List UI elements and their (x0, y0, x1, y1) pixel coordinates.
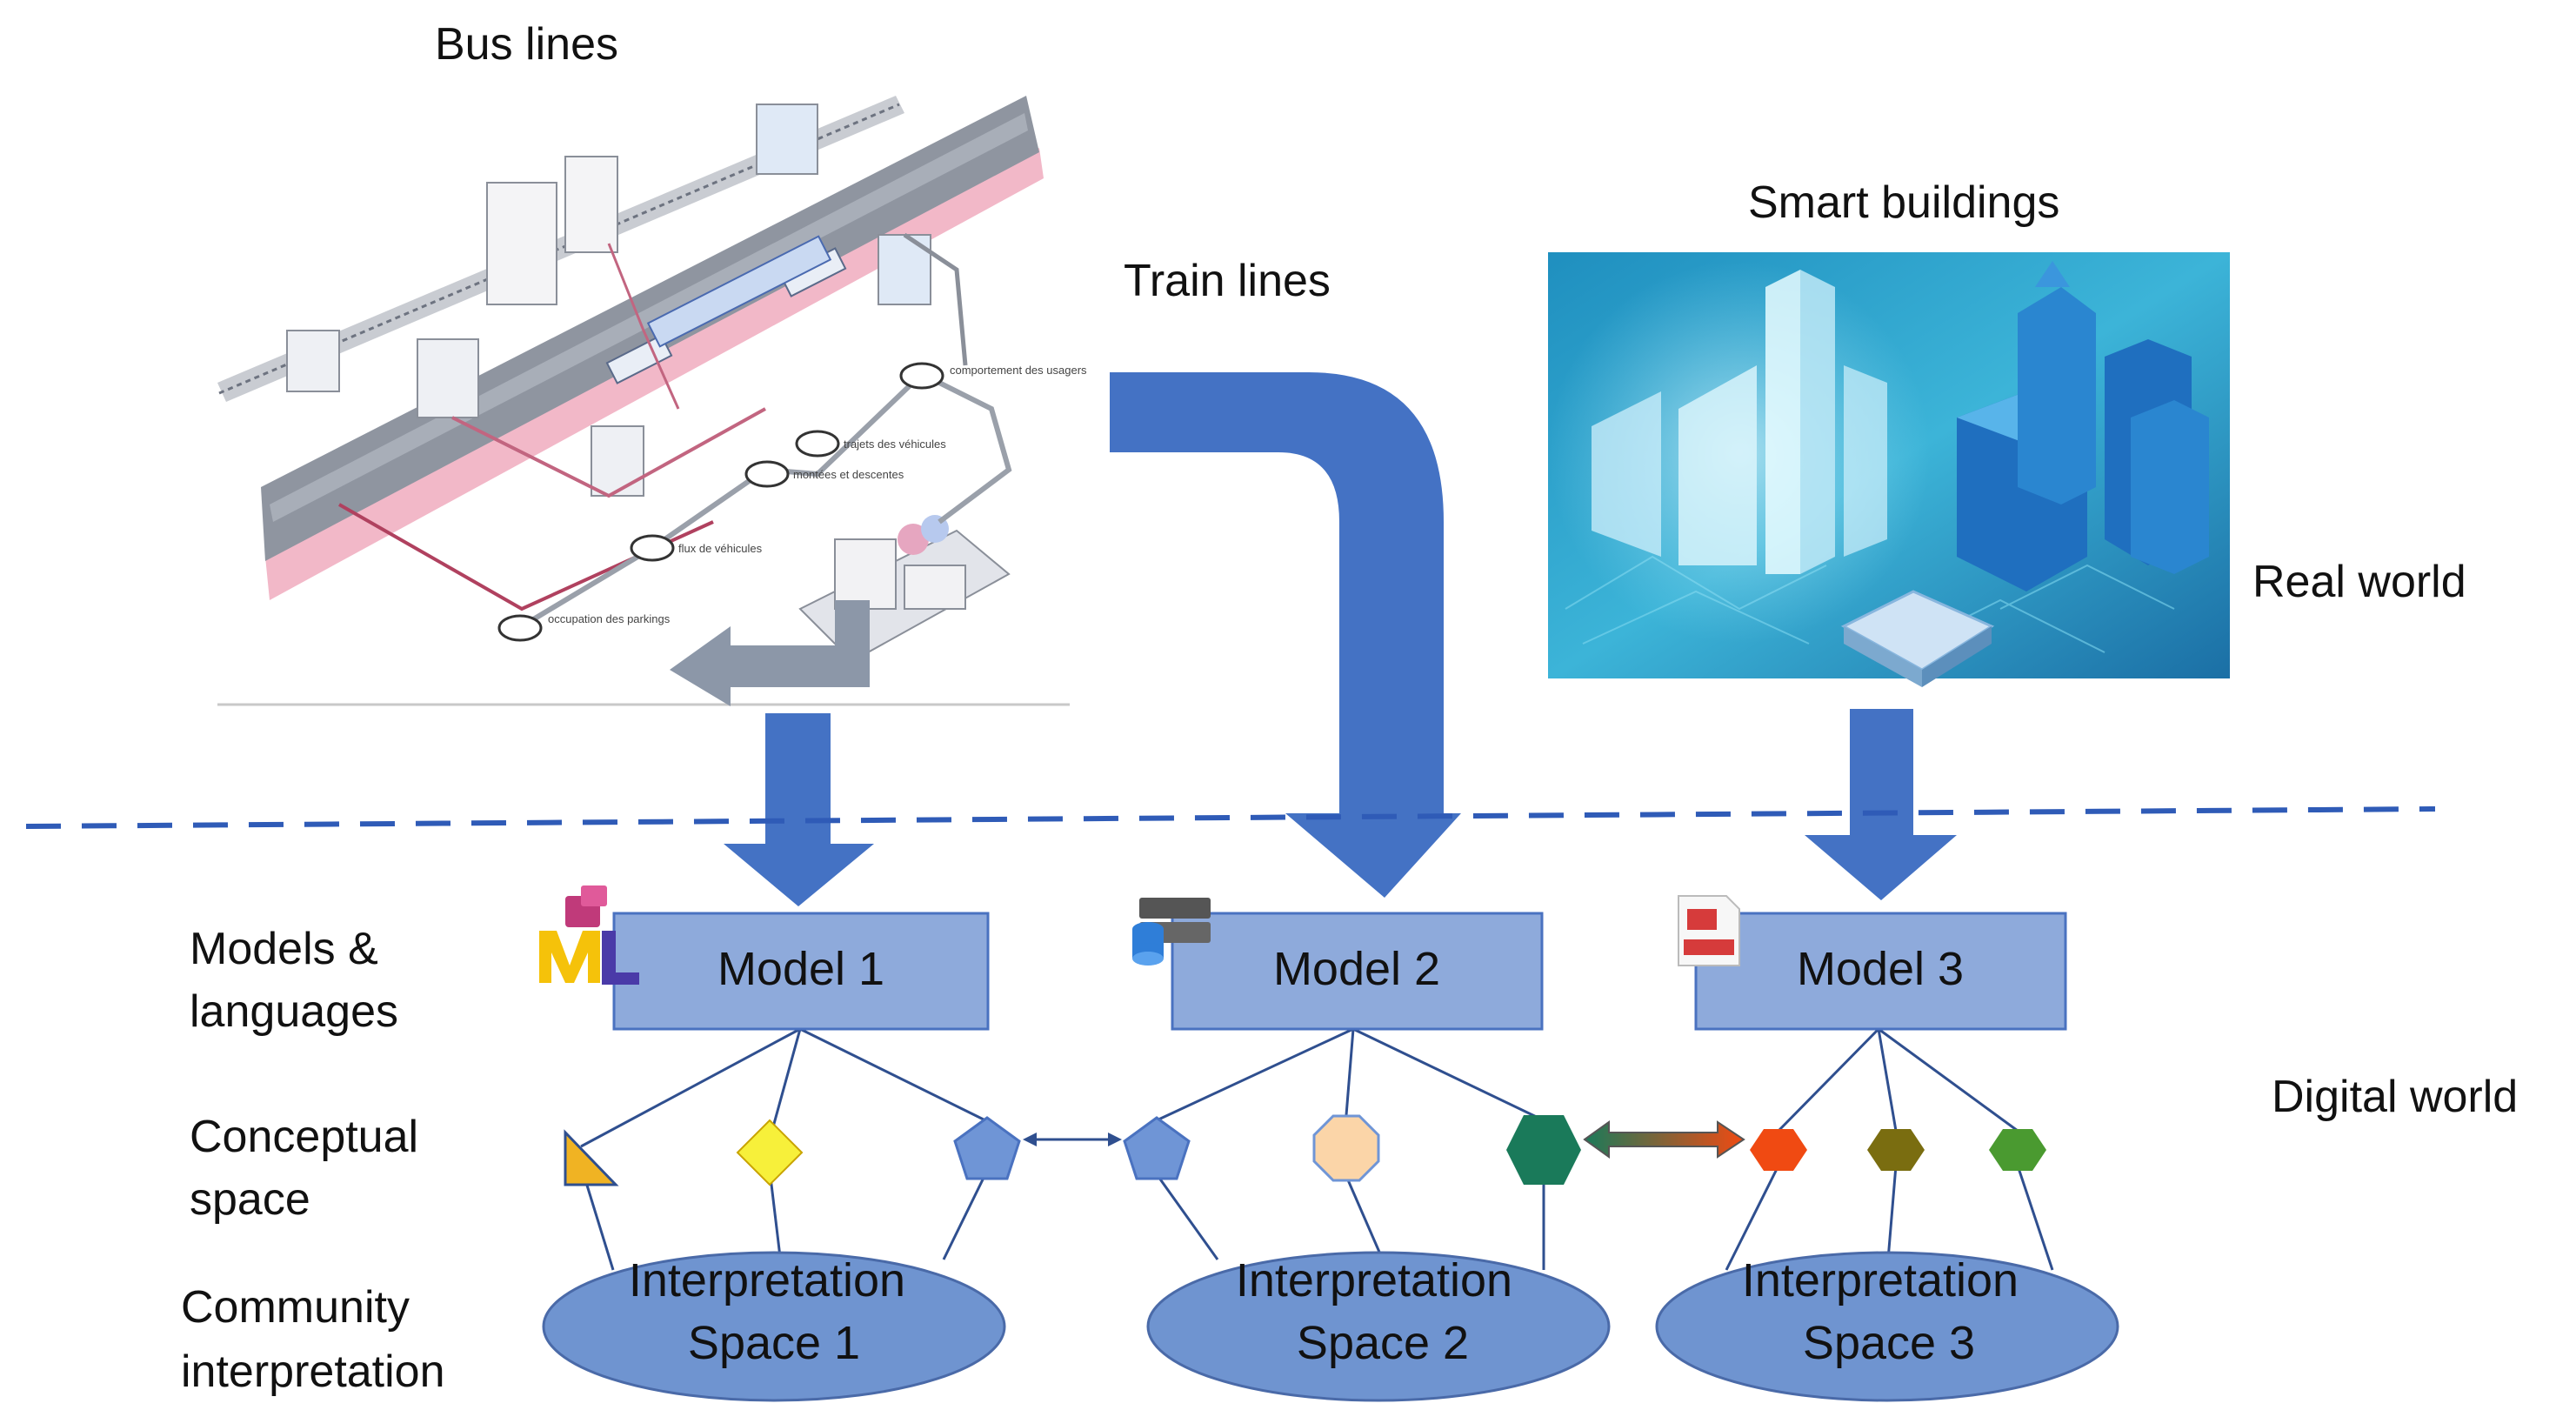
olive-hexagon (1867, 1129, 1925, 1171)
bus-annotation-5: occupation des parkings (548, 612, 671, 625)
smart-buildings-label: Smart buildings (1748, 177, 2059, 228)
models-languages-label-2: languages (190, 986, 398, 1037)
octagon-shape (1312, 1114, 1380, 1182)
bus-annotation-2: trajets des véhicules (844, 438, 946, 451)
uml-logo-icon (539, 885, 639, 985)
interpretation-space-3: Interpretation Space 3 (1655, 1251, 2119, 1402)
dark-green-hexagon (1506, 1115, 1581, 1185)
pentagon-shape-1 (953, 1116, 1021, 1180)
pentagon-shape-2 (1123, 1116, 1191, 1180)
arrow-buildings-to-model3 (1805, 709, 1957, 900)
model-box-2: Model 2 (1171, 912, 1544, 1031)
interpretation-space-1: Interpretation Space 1 (542, 1251, 1006, 1402)
link-space2-space3 (1583, 1120, 1745, 1159)
community-label-1: Community (181, 1282, 410, 1333)
smart-buildings-image (1548, 252, 2230, 687)
link-space1-space2 (1023, 1133, 1122, 1146)
model-2-label: Model 2 (1273, 943, 1440, 995)
interpretation-space-1-line1: Interpretation (629, 1254, 905, 1306)
document-icon (1678, 895, 1740, 966)
models-languages-label-1: Models & (190, 924, 378, 974)
conceptual-space-label-1: Conceptual (190, 1112, 418, 1162)
database-icon (1132, 898, 1211, 966)
interpretation-space-3-line1: Interpretation (1742, 1254, 2019, 1306)
triangle-shape (564, 1129, 619, 1186)
bus-lines-illustration: comportement des usagers trajets des véh… (217, 96, 1087, 706)
green-hexagon (1989, 1129, 2046, 1171)
community-label-2: interpretation (181, 1347, 445, 1397)
interpretation-space-2-line1: Interpretation (1236, 1254, 1512, 1306)
interpretation-space-3-line2: Space 3 (1803, 1317, 1975, 1369)
real-digital-boundary (25, 806, 2436, 829)
interpretation-space-2: Interpretation Space 2 (1146, 1251, 1611, 1402)
interpretation-space-2-line2: Space 2 (1297, 1317, 1469, 1369)
bus-annotation-3: montées et descentes (793, 468, 904, 481)
bus-annotation-4: flux de véhicules (678, 542, 763, 555)
arrow-train-to-model2 (1110, 372, 1461, 898)
interpretation-space-1-line2: Space 1 (688, 1317, 860, 1369)
real-world-label: Real world (2252, 557, 2466, 607)
bus-annotation-1: comportement des usagers (950, 364, 1087, 377)
bus-lines-label: Bus lines (435, 19, 618, 70)
train-lines-label: Train lines (1124, 256, 1331, 306)
arrow-bus-to-model1 (724, 713, 874, 906)
model-box-1: Model 1 (612, 912, 990, 1031)
diamond-shape (736, 1119, 804, 1186)
red-hexagon (1750, 1129, 1807, 1171)
conceptual-space-label-2: space (190, 1174, 310, 1225)
model-3-label: Model 3 (1797, 943, 1964, 995)
model-1-label: Model 1 (717, 943, 884, 995)
digital-world-label: Digital world (2272, 1072, 2518, 1122)
model-box-3: Model 3 (1694, 912, 2067, 1031)
